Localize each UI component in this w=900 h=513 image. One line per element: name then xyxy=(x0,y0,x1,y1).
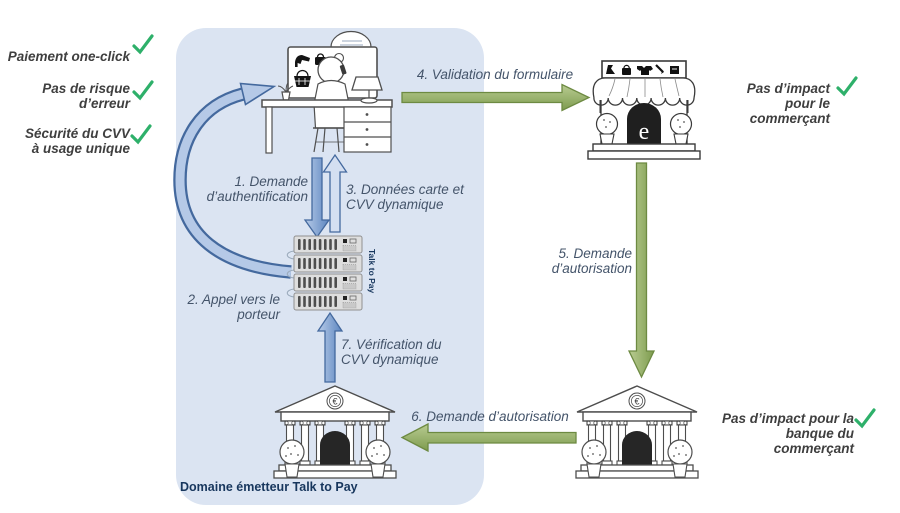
step-5-label: 5. Demande d’autorisation xyxy=(551,246,632,277)
benefit-no-impact-merchant: Pas d’impact pour le commerçant xyxy=(746,81,830,127)
talk-to-pay-server-illustration xyxy=(286,235,363,311)
check-icon xyxy=(130,124,152,145)
check-icon xyxy=(836,76,858,97)
check-icon xyxy=(132,34,154,55)
step-4-label: 4. Validation du formulaire xyxy=(416,67,574,82)
acquirer-bank-symbol: € xyxy=(634,397,639,407)
arrow-step-5 xyxy=(627,162,656,379)
check-icon xyxy=(132,80,154,101)
flow-arrows xyxy=(173,82,656,453)
arrow-step-7 xyxy=(316,311,344,383)
benefit-one-click: Paiement one-click xyxy=(7,49,130,64)
cardholder-computer-illustration xyxy=(261,30,393,154)
benefit-no-impact-merchant-bank: Pas d’impact pour la banque du commerçan… xyxy=(721,411,854,457)
benefit-cvv-security: Sécurité du CVV à usage unique xyxy=(24,126,130,157)
step-3-label: 3. Données carte et CVV dynamique xyxy=(346,182,464,213)
step-2-label: 2. Appel vers le porteur xyxy=(187,292,280,323)
step-1-label: 1. Demande d’authentification xyxy=(206,174,308,205)
step-6-label: 6. Demande d’autorisation xyxy=(411,409,569,424)
step-7-label: 7. Vérification du CVV dynamique xyxy=(341,337,442,368)
benefit-no-error-risk: Pas de risque d’erreur xyxy=(42,81,130,112)
arrow-step-6 xyxy=(400,422,577,453)
merchant-shop-illustration xyxy=(587,60,701,160)
server-label: Talk to Pay xyxy=(367,249,377,294)
domain-region-label: Domaine émetteur Talk to Pay xyxy=(180,480,358,494)
shop-door-letter: e xyxy=(639,119,650,145)
arrow-step-4 xyxy=(401,83,591,112)
arrow-step-3 xyxy=(322,153,348,233)
issuer-bank-symbol: € xyxy=(332,397,337,407)
arrow-step-1 xyxy=(303,157,331,239)
arrow-step-2 xyxy=(173,82,292,279)
check-icon xyxy=(854,408,876,429)
